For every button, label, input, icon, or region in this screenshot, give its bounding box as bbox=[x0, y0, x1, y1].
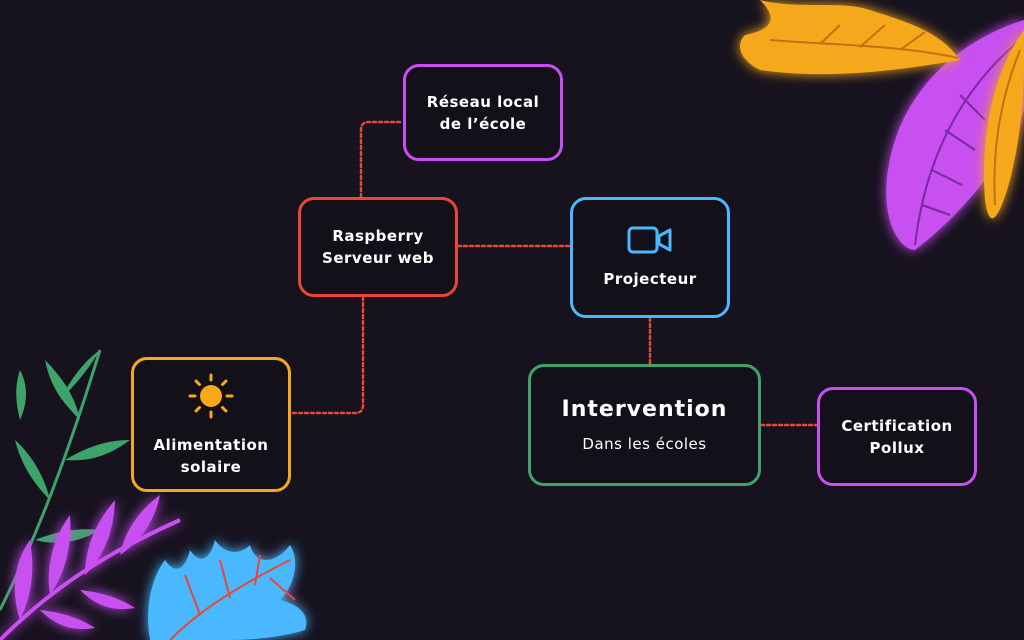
node-intervention: Intervention Dans les écoles bbox=[528, 364, 761, 486]
magenta-fern-bottom-left bbox=[0, 495, 181, 640]
magenta-leaf-top-right bbox=[886, 20, 1024, 250]
connector-raspberry-alimentation bbox=[289, 295, 365, 415]
connector-raspberry-reseau bbox=[359, 120, 405, 199]
green-fern-bottom-left bbox=[0, 349, 130, 611]
node-subtitle: Dans les écoles bbox=[582, 435, 707, 453]
node-label-line2: solaire bbox=[180, 457, 242, 476]
orange-leaf-top-right bbox=[740, 0, 1024, 219]
node-label-line1: Raspberry bbox=[332, 227, 424, 245]
node-label-line2: Serveur web bbox=[322, 249, 434, 267]
node-label-line2: de l’école bbox=[439, 114, 527, 133]
node-projecteur: Projecteur bbox=[570, 197, 730, 318]
node-label-line1: Réseau local bbox=[426, 92, 540, 111]
node-label-line2: Pollux bbox=[869, 438, 925, 457]
node-alimentation-solaire: Alimentation solaire bbox=[131, 357, 291, 492]
node-label-line1: Certification bbox=[841, 416, 953, 435]
node-label-line1: Alimentation bbox=[153, 435, 269, 454]
video-camera-icon bbox=[627, 226, 673, 260]
node-certification-pollux: Certification Pollux bbox=[817, 387, 977, 486]
blue-leaf-bottom-left bbox=[148, 540, 307, 640]
node-title: Intervention bbox=[561, 397, 728, 422]
sun-icon bbox=[187, 372, 235, 426]
node-label: Projecteur bbox=[603, 269, 697, 288]
node-raspberry: Raspberry Serveur web bbox=[298, 197, 458, 297]
node-reseau-local: Réseau local de l’école bbox=[403, 64, 563, 161]
